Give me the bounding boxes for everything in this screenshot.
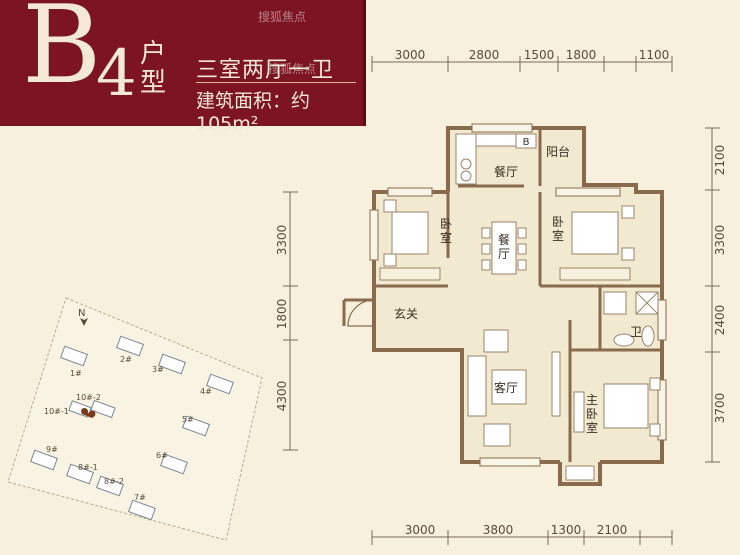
- title-banner: B 4 户型 三室两厅一卫 建筑面积：约105m² 搜狐焦点 搜狐焦点: [0, 0, 366, 135]
- unit-type-number: 4: [96, 37, 137, 111]
- bay-window: [565, 465, 595, 481]
- living-sofa: [467, 329, 561, 447]
- dimension-right: 3700: [713, 393, 727, 424]
- dining-table: [481, 221, 527, 275]
- site-building-highlight-neighbor: [90, 399, 116, 419]
- dimension-right: 2400: [713, 305, 727, 336]
- room-label-bedroom-right: 卧室: [552, 215, 564, 243]
- watermark: 搜狐焦点: [268, 62, 317, 76]
- site-label: 10#-2: [76, 393, 101, 402]
- dimension-top: 2800: [469, 48, 500, 62]
- room-label-bathroom: 卫: [630, 325, 642, 339]
- room-label-master-bedroom: 主卧室: [586, 393, 598, 435]
- site-label: 4#: [200, 387, 212, 396]
- dimension-left: 4300: [275, 381, 289, 412]
- kitchen-mark: B: [523, 137, 530, 148]
- dimension-top: 1800: [566, 48, 597, 62]
- dimension-top: 1500: [524, 48, 555, 62]
- dimension-bottom: 3000: [405, 523, 436, 537]
- site-label: 1#: [70, 369, 82, 378]
- title-divider: [196, 82, 356, 83]
- entrance-door: [347, 299, 375, 327]
- site-label: 2#: [120, 355, 132, 364]
- interior-walls: [374, 128, 662, 462]
- dimension-bottom: 2100: [597, 523, 628, 537]
- bathroom-fixtures: [603, 291, 659, 347]
- site-label: 8#-1: [78, 463, 98, 472]
- room-label-entrance: 玄关: [394, 306, 418, 321]
- room-label-dining-kitchen: 餐厅: [494, 164, 518, 179]
- current-building-marker-icon: [81, 408, 96, 418]
- dimension-left: 1800: [275, 299, 289, 330]
- north-label: N: [78, 308, 85, 319]
- dimension-top: 3000: [395, 48, 426, 62]
- bed-right: [559, 205, 635, 281]
- dimension-lines: [283, 56, 720, 545]
- room-label-dining: 餐厅: [498, 232, 510, 261]
- site-buildings: [30, 335, 234, 521]
- site-label: 9#: [46, 445, 58, 454]
- unit-type-letter: B: [22, 0, 102, 108]
- site-label: 10#-1: [44, 407, 69, 416]
- room-label-living: 客厅: [494, 380, 518, 395]
- room-label-balcony: 阳台: [546, 144, 570, 159]
- dimension-top: 1100: [639, 48, 670, 62]
- site-label: 8#-2: [104, 477, 124, 486]
- dimension-right: 3300: [713, 225, 727, 256]
- site-label: 6#: [156, 451, 168, 460]
- dimension-left: 3300: [275, 225, 289, 256]
- north-arrow-icon: [80, 318, 88, 326]
- room-label-bedroom-left: 卧室: [440, 217, 452, 245]
- watermark: 搜狐焦点: [258, 10, 307, 24]
- building-area: 建筑面积：约105m²: [196, 90, 311, 135]
- room-configuration: 三室两厅一卫: [196, 58, 335, 83]
- unit-type-label: 户型: [140, 39, 167, 98]
- site-label: 5#: [182, 415, 194, 424]
- dimension-bottom: 1300: [551, 523, 582, 537]
- master-bed: [573, 377, 661, 437]
- bed-left: [379, 199, 441, 281]
- dimension-bottom: 3800: [483, 523, 514, 537]
- windows: [369, 123, 667, 467]
- site-label: 7#: [134, 493, 146, 502]
- kitchen-counter: [455, 133, 537, 185]
- site-label: 3#: [152, 365, 164, 374]
- dimension-right: 2100: [713, 145, 727, 176]
